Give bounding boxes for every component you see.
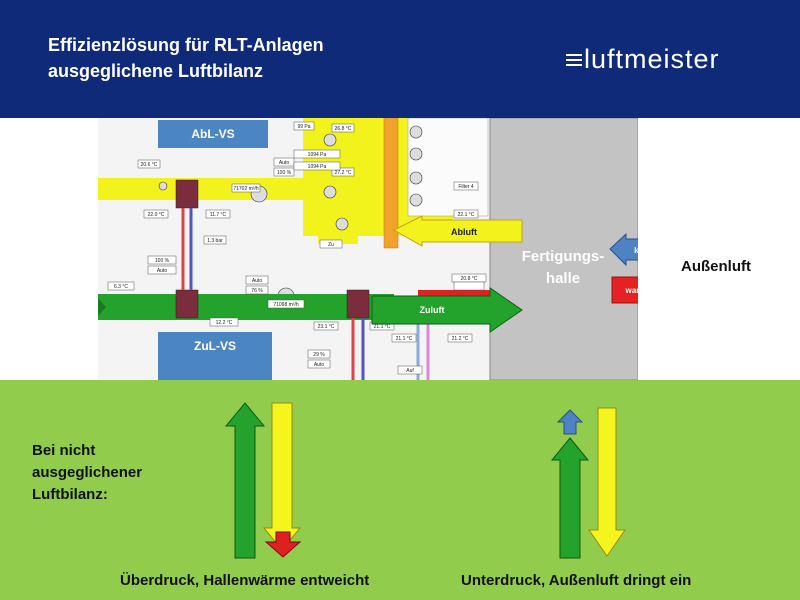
svg-text:23.1 °C: 23.1 °C	[318, 324, 335, 330]
hall-label: Fertigungs- halle	[521, 248, 605, 287]
svg-text:Filter 4: Filter 4	[458, 184, 474, 190]
title-line-1: Effizienzlösung für RLT-Anlagen	[48, 35, 324, 55]
svg-text:100 %: 100 %	[277, 170, 292, 176]
blue-air-arrow-right	[556, 409, 584, 435]
yellow-down-arrow-left	[262, 402, 302, 551]
supply-unit-label: ZuL-VS	[194, 339, 236, 353]
title-line-2: ausgeglichene Luftbilanz	[48, 61, 264, 81]
svg-text:11.7 °C: 11.7 °C	[210, 212, 227, 218]
balance-panel	[0, 380, 800, 600]
svg-text:100 %: 100 %	[155, 258, 170, 264]
svg-text:21.1 °C: 21.1 °C	[396, 336, 413, 342]
pressure-arrows	[224, 402, 626, 559]
yellow-down-arrow-right	[588, 407, 626, 557]
svg-text:99 Pa: 99 Pa	[297, 124, 310, 130]
svg-text:1094 Pa: 1094 Pa	[308, 152, 327, 158]
abluft-arrow	[392, 215, 523, 247]
svg-text:Zu: Zu	[328, 242, 334, 248]
svg-text:71098 m³/h: 71098 m³/h	[273, 302, 299, 308]
caption-underpressure: Unterdruck, Außenluft dringt ein	[461, 572, 692, 589]
svg-text:21.2 °C: 21.2 °C	[452, 336, 469, 342]
svg-text:1094 Pa: 1094 Pa	[308, 164, 327, 170]
red-heat-arrow-left	[264, 531, 302, 558]
svg-text:21.1 °C: 21.1 °C	[374, 324, 391, 330]
orange-exhaust-riser	[383, 118, 399, 249]
supply-duct	[98, 294, 394, 320]
svg-text:20.8 °C: 20.8 °C	[461, 276, 478, 282]
exhaust-unit-box	[158, 120, 268, 148]
aussenluft-label: Außenluft	[681, 258, 751, 275]
value-readouts: 20.6 °C 22.0 °C 11.7 °C 1.3 bar 100 % Au…	[114, 124, 478, 374]
svg-text:20.6 °C: 20.6 °C	[141, 162, 158, 168]
green-up-arrow-right	[550, 437, 590, 559]
svg-text:76 %: 76 %	[251, 288, 263, 294]
header-bar: Effizienzlösung für RLT-Anlagen ausgegli…	[0, 0, 800, 118]
svg-text:Auto: Auto	[157, 268, 168, 274]
ventilation-schematic: AbL-VS ZuL-VS 20.6 °C 22.0 °C 11.7 °C 1.…	[98, 118, 638, 380]
value-boxes	[107, 121, 487, 375]
supply-unit-box	[158, 332, 272, 380]
kalt-label: kalt	[634, 246, 638, 255]
warm-label: warm	[625, 286, 638, 295]
svg-text:22.1 °C: 22.1 °C	[458, 212, 475, 218]
svg-text:Auf: Auf	[406, 368, 414, 374]
zuluft-arrow	[371, 287, 523, 333]
exhaust-unit-label: AbL-VS	[191, 127, 234, 141]
svg-text:Auto: Auto	[279, 160, 290, 166]
svg-text:29 %: 29 %	[313, 352, 325, 358]
svg-text:12.2 °C: 12.2 °C	[216, 320, 233, 326]
svg-text:Auto: Auto	[252, 278, 263, 284]
logo-text: luftmeister	[584, 44, 720, 74]
abluft-label: Abluft	[451, 227, 477, 237]
svg-text:71702 m³/h: 71702 m³/h	[233, 186, 259, 192]
svg-text:1.3 bar: 1.3 bar	[207, 238, 223, 244]
logo-lines-icon	[566, 51, 582, 69]
warm-arrow	[611, 276, 638, 304]
exhaust-fans	[158, 125, 423, 305]
bilanz-text: Bei nicht ausgeglichener Luftbilanz:	[32, 442, 143, 503]
green-up-arrow-left	[224, 402, 266, 559]
svg-text:26.8 °C: 26.8 °C	[335, 126, 352, 132]
slide-title: Effizienzlösung für RLT-Anlagen ausgegli…	[48, 32, 324, 84]
svg-text:27.2 °C: 27.2 °C	[335, 170, 352, 176]
svg-text:22.0 °C: 22.0 °C	[148, 212, 165, 218]
svg-text:6.3 °C: 6.3 °C	[114, 284, 128, 290]
caption-overpressure: Überdruck, Hallenwärme entweicht	[120, 572, 370, 589]
luftmeister-logo: luftmeister	[566, 44, 720, 75]
zuluft-label: Zuluft	[420, 305, 445, 315]
exhaust-duct	[98, 178, 333, 200]
kalt-arrow	[609, 232, 638, 267]
svg-text:Auto: Auto	[314, 362, 325, 368]
